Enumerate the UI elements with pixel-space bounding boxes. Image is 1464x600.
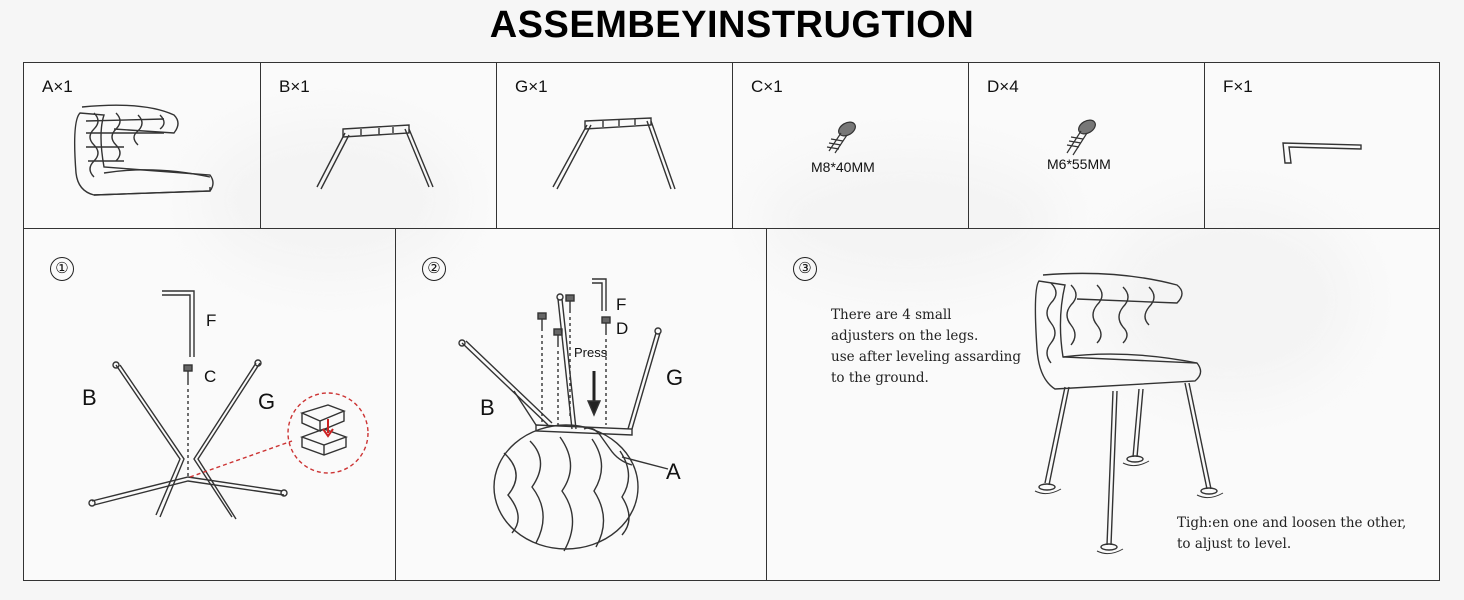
leg-frame-b-icon	[316, 124, 434, 190]
part-label: G×1	[515, 77, 548, 96]
label-g: G	[666, 365, 684, 390]
note-level: Tigh:en one and loosen the other, to alj…	[1177, 513, 1406, 555]
step-panel-2: ②	[395, 228, 767, 581]
label-g: G	[258, 389, 276, 414]
step-number: ②	[422, 257, 446, 281]
bolt-icon	[826, 121, 856, 154]
step-panel-3: ③ There are 4 small adjusters on the leg…	[766, 228, 1440, 581]
note-line: to the ground.	[831, 370, 929, 386]
note-line: Tigh:en one and loosen the other,	[1177, 515, 1407, 531]
part-label: A×1	[42, 77, 73, 96]
bolt-icon	[1066, 119, 1096, 156]
leg-frame-g-icon	[552, 117, 676, 190]
step-number: ③	[793, 257, 817, 281]
label-press: Press	[574, 345, 608, 360]
part-panel-c: C×1 M8*40MM	[732, 62, 969, 229]
part-panel-d: D×4 M6*55MM	[968, 62, 1205, 229]
note-line: There are 4 small	[831, 307, 952, 323]
part-caption: M6*55MM	[1047, 156, 1111, 172]
part-label: B×1	[279, 77, 310, 96]
label-f: F	[616, 295, 627, 314]
part-label: F×1	[1223, 77, 1253, 96]
step2-diagram	[458, 278, 669, 552]
label-f: F	[206, 311, 217, 330]
note-line: adjusters on the legs.	[831, 328, 979, 344]
background-blur	[1100, 200, 1360, 400]
part-label: D×4	[987, 77, 1019, 96]
assembled-chair-diagram	[1034, 272, 1224, 555]
part-panel-a: A×1	[23, 62, 261, 229]
label-a: A	[666, 459, 681, 484]
page-title: ASSEMBEYINSTRUGTION	[489, 4, 975, 46]
part-caption: M8*40MM	[811, 159, 875, 175]
step-number: ①	[50, 257, 74, 281]
step-panel-1: ① F C B G	[23, 228, 396, 581]
note-line: to aljust to level.	[1177, 536, 1292, 552]
label-b: B	[480, 395, 495, 420]
note-adjusters: There are 4 small adjusters on the legs.…	[831, 305, 1021, 389]
part-label: C×1	[751, 77, 783, 96]
chair-seat-icon	[73, 104, 214, 196]
allen-key-icon	[1282, 142, 1362, 164]
label-b: B	[82, 385, 97, 410]
step1-diagram	[88, 290, 369, 520]
note-line: use after leveling assarding	[831, 349, 1021, 365]
part-panel-f: F×1	[1204, 62, 1440, 229]
part-panel-g: G×1	[496, 62, 733, 229]
part-panel-b: B×1	[260, 62, 497, 229]
label-c: C	[204, 367, 217, 386]
label-d: D	[616, 319, 629, 338]
